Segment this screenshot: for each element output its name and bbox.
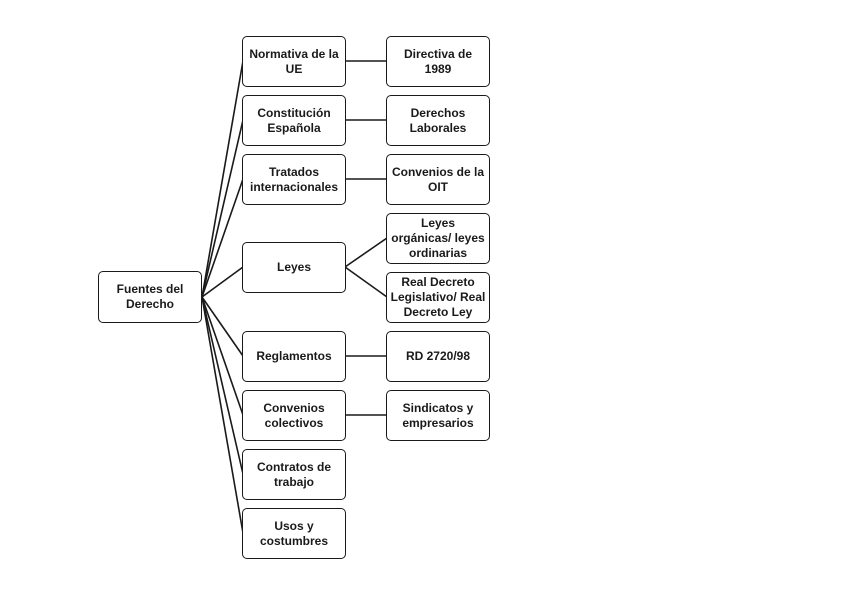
node-sindicatos-empresarios: Sindicatos y empresarios [386,390,490,441]
node-constitucion-espanola: Constitución Española [242,95,346,146]
node-contratos-trabajo: Contratos de trabajo [242,449,346,500]
node-usos-costumbres-label: Usos y costumbres [259,518,329,548]
node-rd-2720-label: RD 2720/98 [405,349,471,363]
node-convenios-colectivos: Convenios colectivos [242,390,346,441]
node-directiva-1989-label: Directiva de 1989 [403,46,473,76]
node-convenios-oit-label: Convenios de la OIT [391,164,485,194]
node-contratos-trabajo-label: Contratos de trabajo [256,459,331,489]
node-rd-2720: RD 2720/98 [386,331,490,382]
connector-root-reglamentos [201,296,244,357]
node-leyes-organicas: Leyes orgánicas/ leyes ordinarias [386,213,490,264]
connector-root-tratados [201,178,244,298]
node-tratados-internacionales-label: Tratados internacionales [249,164,339,194]
connector-root-leyes [201,266,244,298]
node-tratados-internacionales: Tratados internacionales [242,154,346,205]
connector-leyes-organicas [344,237,388,268]
node-derechos-laborales: Derechos Laborales [386,95,490,146]
node-reglamentos: Reglamentos [242,331,346,382]
node-real-decreto: Real Decreto Legislativo/ Real Decreto L… [386,272,490,323]
node-convenios-oit: Convenios de la OIT [386,154,490,205]
connector-root-convenios [201,296,244,416]
node-normativa-ue: Normativa de la UE [242,36,346,87]
node-root: Fuentes del Derecho [98,271,202,323]
node-root-label: Fuentes del Derecho [116,282,184,311]
node-constitucion-espanola-label: Constitución Española [257,105,331,135]
connector-root-constitucion [201,119,244,298]
node-real-decreto-label: Real Decreto Legislativo/ Real Decreto L… [390,275,486,319]
connector-root-contratos [201,296,244,475]
node-derechos-laborales-label: Derechos Laborales [409,105,467,135]
node-convenios-colectivos-label: Convenios colectivos [263,400,325,430]
node-directiva-1989: Directiva de 1989 [386,36,490,87]
node-leyes: Leyes [242,242,346,293]
node-leyes-organicas-label: Leyes orgánicas/ leyes ordinarias [391,216,485,260]
connector-leyes-real-decreto [344,266,388,298]
node-leyes-label: Leyes [276,260,312,274]
connector-root-usos [201,296,244,534]
connector-root-normativa [201,60,244,298]
node-normativa-ue-label: Normativa de la UE [249,46,339,76]
node-reglamentos-label: Reglamentos [256,349,332,363]
node-usos-costumbres: Usos y costumbres [242,508,346,559]
node-sindicatos-empresarios-label: Sindicatos y empresarios [402,400,474,430]
